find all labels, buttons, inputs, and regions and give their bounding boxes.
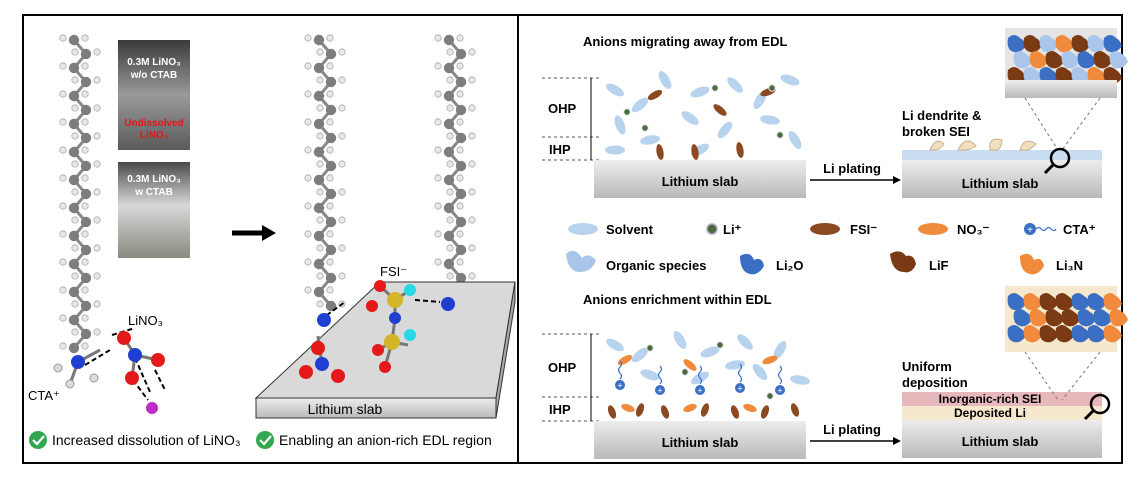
svg-text:+: +	[737, 384, 742, 394]
undissolved-label: Undissolved	[124, 118, 183, 129]
svg-text:+: +	[617, 381, 622, 391]
bottom-slab-right-label: Lithium slab	[962, 434, 1039, 449]
li2o-legend-icon	[740, 253, 764, 275]
organic-species-legend-icon	[566, 250, 596, 272]
no3-legend-icon	[918, 223, 948, 235]
top-result-line1: Li dendrite &	[902, 108, 981, 123]
legend-li3n: Li₃N	[1056, 258, 1083, 273]
bottom-title: Anions enrichment within EDL	[583, 292, 772, 307]
li3n-legend-icon	[1020, 253, 1044, 275]
li-ion-legend-icon	[706, 223, 718, 235]
lif-legend-icon	[890, 251, 916, 273]
broken-sei-layer	[902, 150, 1102, 160]
legend-organic: Organic species	[606, 258, 706, 273]
top-plating-label: Li plating	[823, 161, 881, 176]
magnifier-icon	[1043, 147, 1071, 175]
top-plating-arrow	[810, 176, 901, 184]
top-electrolyte-species	[605, 71, 802, 160]
legend-solvent: Solvent	[606, 222, 654, 237]
bottom-zoom-inset	[1005, 286, 1128, 401]
lithium-slab-label: Lithium slab	[308, 401, 383, 417]
bottom-ohp-label: OHP	[548, 360, 577, 375]
svg-text:+: +	[1027, 225, 1033, 236]
bottom-slab-right	[902, 420, 1102, 458]
legend-no3: NO₃⁻	[957, 222, 990, 237]
top-title: Anions migrating away from EDL	[583, 34, 787, 49]
transition-arrow	[232, 225, 276, 241]
top-result-line2: broken SEI	[902, 124, 970, 139]
undissolved-label-2: LiNO₃	[140, 130, 169, 141]
top-ihp-label: IHP	[549, 142, 571, 157]
fsi-label: FSI⁻	[380, 264, 407, 279]
cta-alkyl-chains	[59, 34, 476, 354]
lithium-slab-3d	[254, 281, 516, 419]
solvent-legend-icon	[568, 223, 598, 235]
check-icon	[256, 431, 274, 449]
top-slab-right	[902, 160, 1102, 198]
legend-fsi: FSI⁻	[850, 222, 877, 237]
bottom-slab-left-label: Lithium slab	[662, 435, 739, 450]
bottom-plating-label: Li plating	[823, 422, 881, 437]
bottom-result-line2: deposition	[902, 375, 968, 390]
cta-label: CTA⁺	[28, 388, 60, 403]
legend-lif: LiF	[929, 258, 949, 273]
benefit-1: Increased dissolution of LiNO₃	[29, 431, 241, 449]
fsi-legend-icon	[810, 223, 840, 235]
svg-text:+: +	[657, 386, 662, 396]
deposited-li-layer	[902, 406, 1102, 420]
photo-with-ctab: 0.3M LiNO₃ w CTAB	[118, 162, 190, 258]
bottom-layer-scale	[542, 333, 600, 422]
svg-text:+: +	[777, 386, 782, 396]
top-slab-right-label: Lithium slab	[962, 176, 1039, 191]
cta-legend-icon	[1024, 223, 1036, 235]
magnifier-icon	[1083, 393, 1111, 421]
photo-bottom-line2: w CTAB	[134, 187, 173, 198]
check-icon	[29, 431, 47, 449]
bottom-result-line1: Uniform	[902, 359, 952, 374]
svg-text:+: +	[697, 386, 702, 396]
benefit-1-text: Increased dissolution of LiNO₃	[52, 432, 241, 448]
photo-top-line2: w/o CTAB	[130, 70, 177, 81]
legend: Solvent Li⁺ FSI⁻ NO₃⁻ + CTA⁺ Organic spe…	[566, 222, 1096, 275]
lino3-label: LiNO₃	[128, 313, 163, 328]
sei-label: Inorganic-rich SEI	[939, 392, 1042, 406]
deposit-label: Deposited Li	[954, 406, 1026, 420]
top-slab-left-label: Lithium slab	[662, 174, 739, 189]
benefit-2-text: Enabling an anion-rich EDL region	[279, 432, 492, 448]
li-dendrites	[929, 138, 1037, 151]
lino3-cta-complex	[53, 327, 166, 414]
bottom-slab-left	[594, 421, 806, 459]
top-zoom-inset	[1005, 28, 1128, 151]
bottom-ihp-label: IHP	[549, 402, 571, 417]
bottom-plating-arrow	[810, 437, 901, 445]
top-layer-scale	[542, 77, 600, 161]
photo-without-ctab: 0.3M LiNO₃ w/o CTAB Undissolved LiNO₃	[118, 40, 190, 150]
legend-li2o: Li₂O	[776, 258, 803, 273]
photo-top-line1: 0.3M LiNO₃	[127, 57, 181, 68]
inorganic-sei-layer	[902, 392, 1102, 406]
top-slab-left	[594, 160, 806, 198]
top-ohp-label: OHP	[548, 101, 577, 116]
right-panel-frame	[517, 14, 1123, 464]
legend-cta: CTA⁺	[1063, 222, 1096, 237]
photo-bottom-line1: 0.3M LiNO₃	[127, 174, 181, 185]
benefit-2: Enabling an anion-rich EDL region	[256, 431, 492, 449]
surface-anion-cluster	[299, 280, 455, 383]
bottom-electrolyte-species: + + + + +	[606, 331, 810, 419]
legend-li: Li⁺	[723, 222, 742, 237]
